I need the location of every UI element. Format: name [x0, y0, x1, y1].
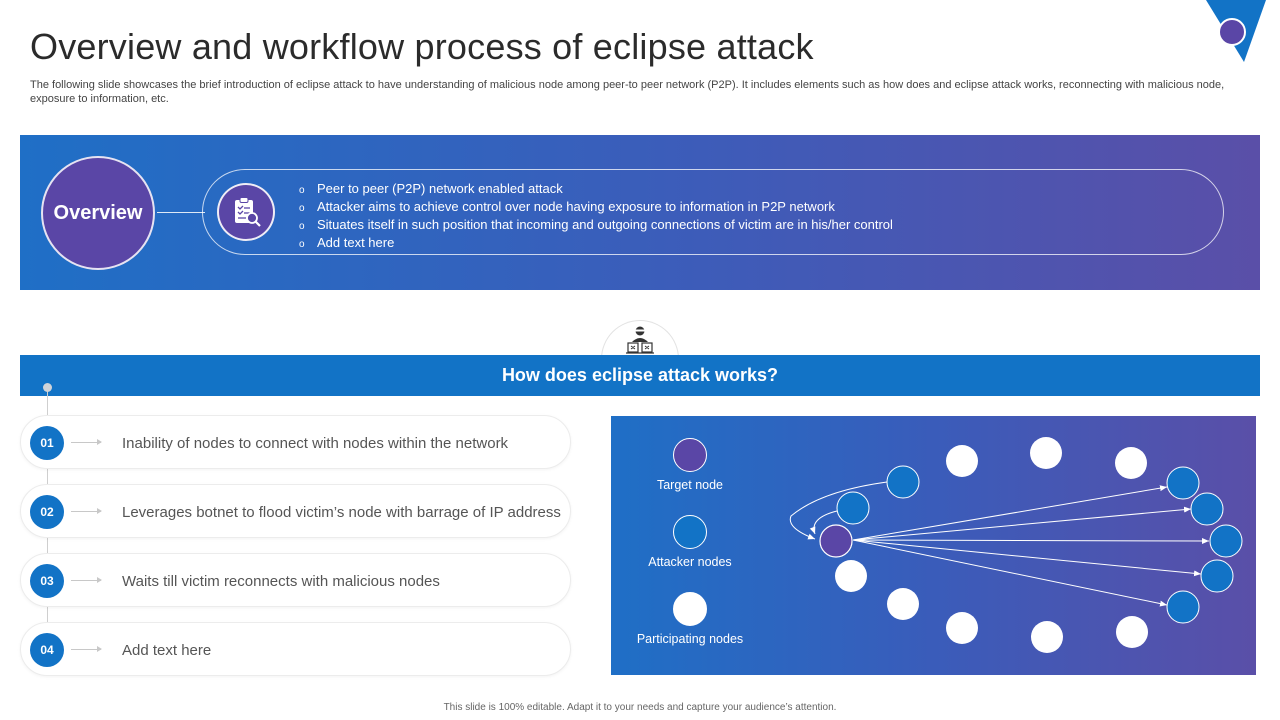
page-title: Overview and workflow process of eclipse…	[30, 26, 814, 67]
step-item: 03 Waits till victim reconnects with mal…	[20, 553, 571, 607]
page-subtitle: The following slide showcases the brief …	[30, 79, 1225, 105]
footer-note: This slide is 100% editable. Adapt it to…	[443, 702, 837, 713]
step-text: Add text here	[122, 641, 212, 659]
arrow-right-icon	[71, 508, 102, 514]
step-text: Inability of nodes to connect with nodes…	[122, 434, 509, 452]
overview-label: Overview	[53, 201, 143, 224]
eclipse-network-diagram: Target node Attacker nodes Participating…	[611, 416, 1256, 675]
step-item: 04 Add text here	[20, 622, 571, 676]
corner-decoration	[1206, 0, 1266, 62]
overview-badge: Overview	[41, 156, 155, 270]
legend-attacker-node	[673, 515, 707, 549]
step-text: Leverages botnet to flood victim’s node …	[122, 503, 561, 521]
legend-attacker-label: Attacker nodes	[648, 555, 732, 569]
arrow-right-icon	[71, 577, 102, 583]
participating-nodes	[835, 437, 1148, 653]
legend-target-label: Target node	[656, 478, 724, 492]
step-number: 01	[30, 426, 64, 460]
legend-target-node	[673, 438, 707, 472]
target-node	[819, 524, 853, 558]
step-number: 03	[30, 564, 64, 598]
arrow-right-icon	[71, 439, 102, 445]
clipboard-search-icon	[217, 183, 275, 241]
attacker-nodes	[836, 465, 1243, 624]
step-number: 02	[30, 495, 64, 529]
step-text: Waits till victim reconnects with malici…	[122, 572, 440, 590]
overview-connector	[157, 212, 205, 213]
step-number: 04	[30, 633, 64, 667]
how-it-works-title: How does eclipse attack works?	[501, 365, 779, 385]
how-it-works-header: How does eclipse attack works?	[20, 355, 1260, 396]
timeline-dot	[43, 383, 52, 392]
arrow-right-icon	[71, 646, 102, 652]
step-item: 02 Leverages botnet to flood victim’s no…	[20, 484, 571, 538]
legend-participating-label: Participating nodes	[636, 632, 744, 646]
hacker-icon	[601, 320, 679, 360]
network-graph	[789, 437, 1243, 653]
step-item: 01 Inability of nodes to connect with no…	[20, 415, 571, 469]
legend-participating-node	[673, 592, 707, 626]
